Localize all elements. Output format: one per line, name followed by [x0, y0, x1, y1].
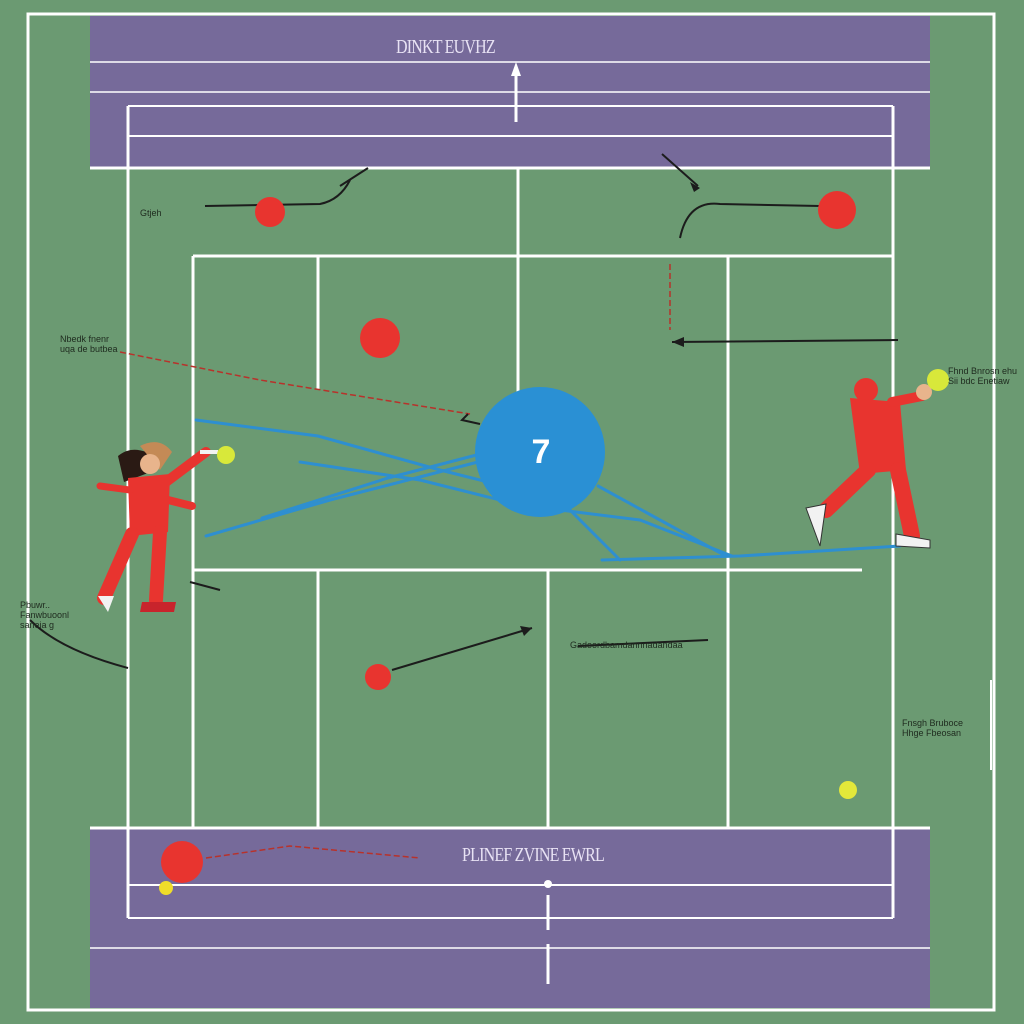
yellow-ball-icon — [159, 881, 173, 895]
court-outer-line — [26, 12, 996, 1012]
red-ball-icon — [255, 197, 285, 227]
top-zone-lines — [90, 61, 930, 170]
top-center-marker — [511, 62, 521, 122]
red-ball-icon — [360, 318, 400, 358]
red-ball-icon — [365, 664, 391, 690]
note-mid-arrow: Gadoordbamdannnadandaa — [570, 640, 683, 650]
score-value: 7 — [531, 432, 551, 471]
note-right-lower: Fnsgh Bruboce Hhge Fbeosan — [902, 718, 964, 738]
player-right-icon — [805, 369, 949, 549]
note-left-upper: Nbedk fnenr uqa de butbea — [60, 334, 118, 354]
tennis-ball-icon — [927, 369, 949, 391]
note-left-lower: Pbuwr.. Fanwbuoonl saneia g — [20, 600, 70, 630]
arrow-heads — [520, 182, 700, 636]
player-left-icon — [96, 442, 235, 612]
red-ball-icon — [818, 191, 856, 229]
red-ball-icon — [161, 841, 203, 883]
movement-lines — [119, 264, 671, 859]
note-top-left: Gtjeh — [140, 208, 162, 218]
yellow-ball-icon — [839, 781, 857, 799]
note-right-upper: Fhnd Bnrosn ehu Sii bdc Enetiaw — [948, 366, 1018, 386]
bottom-zone-lines — [90, 826, 930, 984]
shot-paths — [194, 418, 902, 562]
court-lines — [126, 106, 992, 918]
score-circle — [475, 387, 605, 517]
arrows — [29, 153, 899, 671]
top-zone-title: DINKT EUVHZ — [396, 36, 496, 58]
red-balls — [161, 191, 856, 883]
bottom-center-dot — [544, 880, 552, 888]
bottom-zone-title: PLINEF ZVINE EWRL — [462, 844, 605, 866]
